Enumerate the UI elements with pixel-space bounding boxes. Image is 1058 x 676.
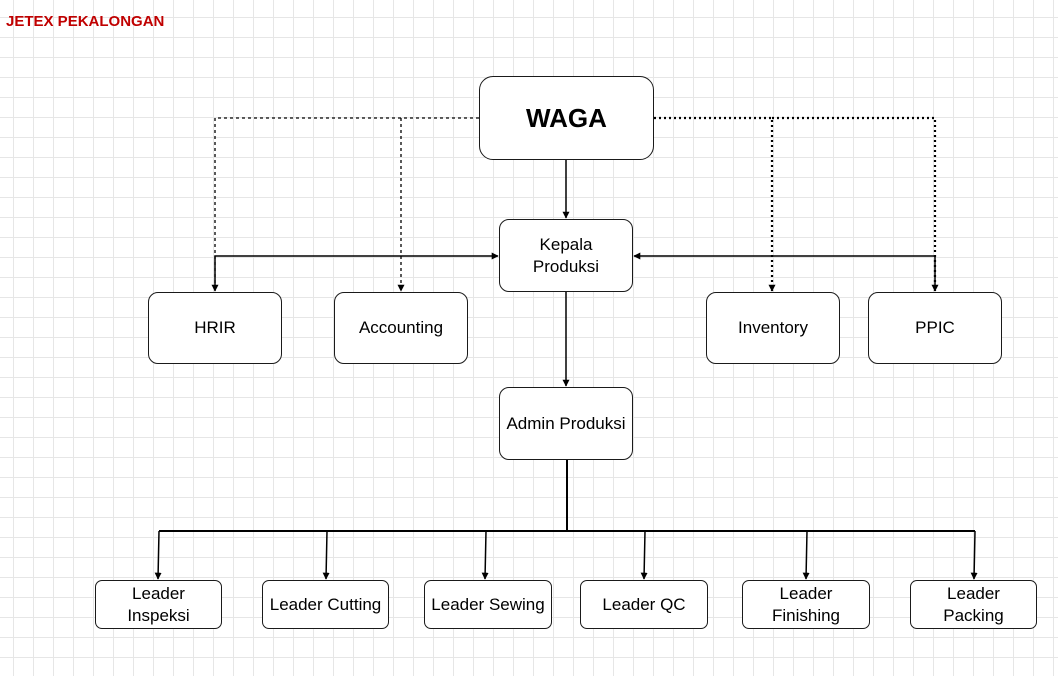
edge-waga-to-inventory — [654, 116, 776, 292]
node-leader-sewing: Leader Sewing — [424, 580, 552, 629]
node-leader-packing: Leader Packing — [910, 580, 1037, 629]
diagram-title: JETEX PEKALONGAN — [6, 13, 165, 30]
edge-admin-to-leader-sewing — [481, 530, 489, 580]
node-leader-finishing: Leader Finishing — [742, 580, 870, 629]
edge-admin-to-leader-qc — [640, 530, 648, 580]
node-hrir: HRIR — [148, 292, 282, 364]
edge-waga-to-hrir — [211, 117, 479, 292]
node-leader-qc: Leader QC — [580, 580, 708, 629]
node-kepala-produksi: Kepala Produksi — [499, 219, 633, 292]
edge-admin-to-leader-cutting — [322, 530, 330, 580]
node-admin-produksi: Admin Produksi — [499, 387, 633, 460]
node-leader-cutting: Leader Cutting — [262, 580, 389, 629]
edge-admin-to-leader-finishing — [802, 530, 810, 580]
edge-waga-to-ppic — [772, 116, 939, 292]
edge-admin-to-leader-packing — [970, 530, 978, 580]
edge-admin-to-leader-inspeksi — [154, 530, 162, 580]
node-inventory: Inventory — [706, 292, 840, 364]
edge-ppic-to-kepala-produksi — [633, 252, 936, 291]
edge-admin-produksi-bus — [159, 460, 975, 532]
node-accounting: Accounting — [334, 292, 468, 364]
node-ppic: PPIC — [868, 292, 1002, 364]
node-leader-inspeksi: Leader Inspeksi — [95, 580, 222, 629]
node-waga: WAGA — [479, 76, 654, 160]
edge-hrir-to-kepala-produksi — [214, 252, 499, 291]
